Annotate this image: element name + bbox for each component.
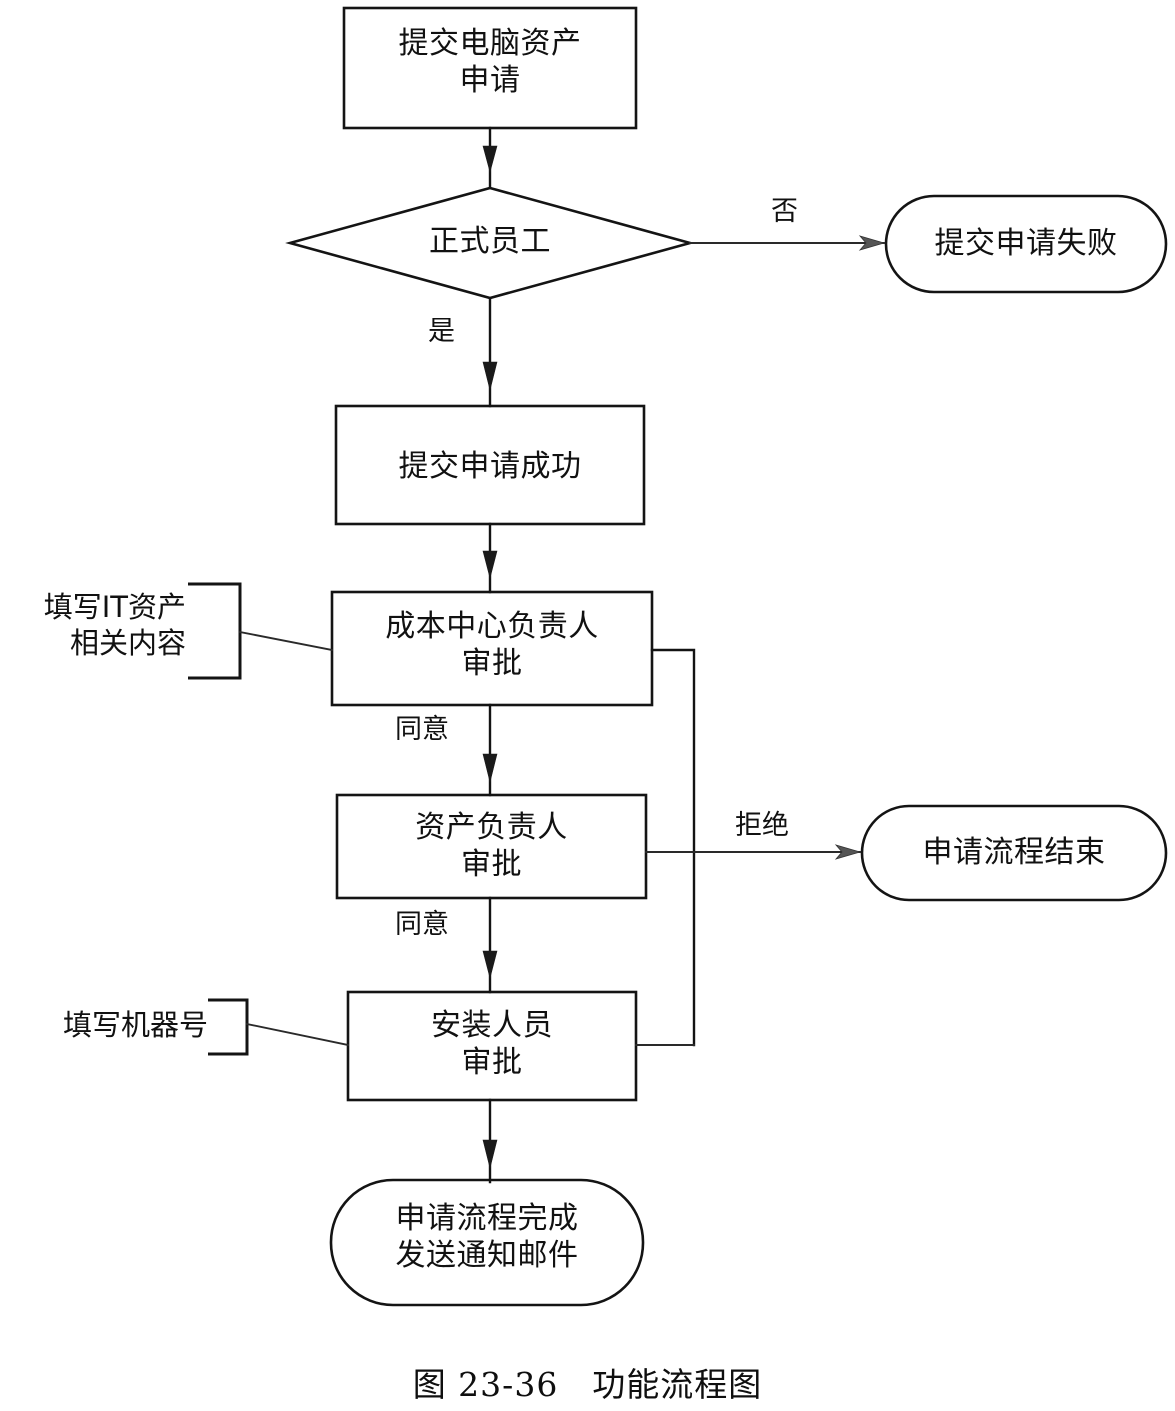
arrowhead-to-submit-success: [482, 361, 498, 391]
arrowhead-to-submit-failed: [858, 235, 886, 251]
annotation-bracket-it-asset: [188, 582, 242, 680]
annotation-label-machine-no: 填写机器号: [62, 1008, 208, 1042]
annotation-bracket-machine-no: [208, 998, 249, 1056]
arrowhead-to-process-complete: [482, 1139, 498, 1169]
node-shape-cost-center-approval: [330, 590, 654, 707]
node-shape-installer-approval: [346, 990, 638, 1102]
node-shape-submit-request: [342, 6, 638, 130]
node-shape-submit-failed: [884, 194, 1168, 294]
arrowhead-to-cost-center: [482, 550, 498, 580]
arrowhead-to-process-end: [834, 844, 862, 860]
annotation-leader-machine-no: [245, 1022, 350, 1047]
arrowhead-to-installer: [482, 950, 498, 980]
node-shape-asset-owner-approval: [335, 793, 648, 900]
edge-label-agree-1: 同意: [395, 714, 449, 745]
annotation-leader-it-asset: [238, 630, 334, 652]
edge-label-no: 否: [771, 196, 798, 227]
arrowhead-to-decision: [482, 145, 498, 174]
edge-cost-center-reject-bus: [650, 648, 696, 1047]
arrowhead-to-asset-owner: [482, 753, 498, 783]
node-shape-process-complete: [329, 1178, 645, 1307]
edge-label-agree-2: 同意: [395, 909, 449, 940]
edge-label-reject: 拒绝: [735, 810, 789, 841]
node-shape-submit-success: [334, 404, 646, 526]
node-shape-process-end: [860, 804, 1168, 902]
figure-caption: 图 23-36 功能流程图: [412, 1365, 763, 1404]
annotation-label-it-asset: 填写IT资产 相关内容: [43, 590, 186, 661]
node-shape-is-formal-employee: [285, 186, 695, 300]
edge-label-yes: 是: [428, 316, 455, 347]
